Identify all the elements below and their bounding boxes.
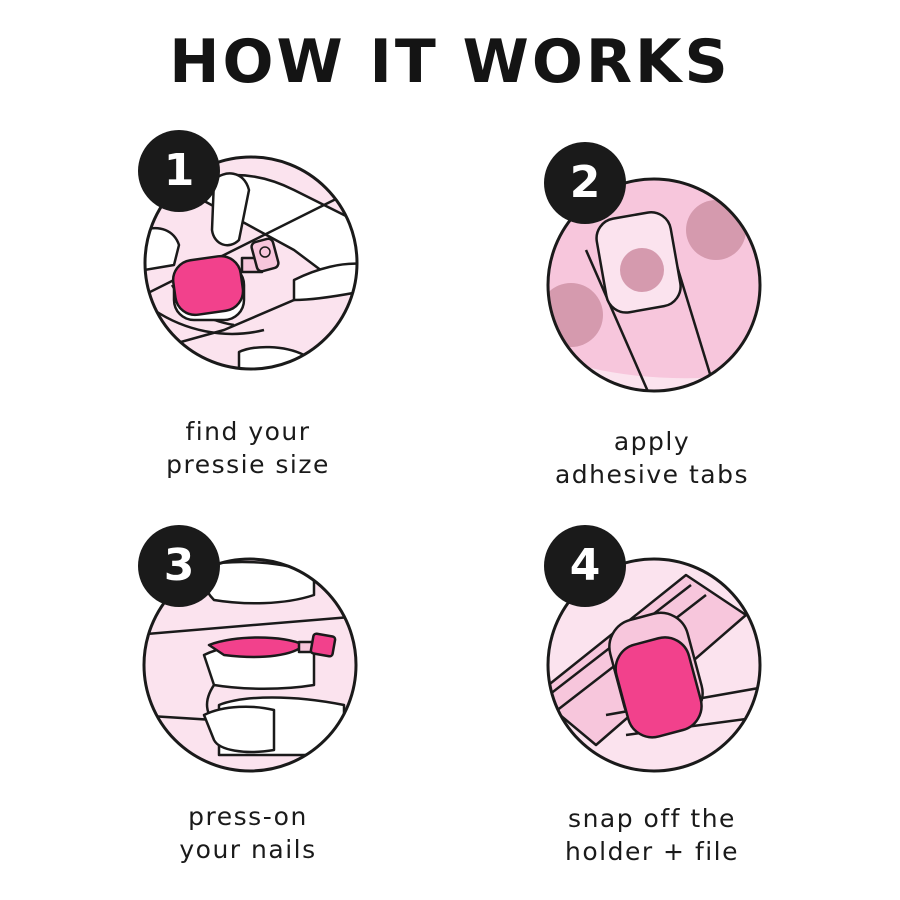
find-size-illustration — [143, 155, 359, 371]
step-1-number-badge: 1 — [138, 130, 220, 212]
step-2-caption-line-1: apply — [613, 427, 691, 456]
step-3-caption-line-2: your nails — [179, 835, 317, 864]
step-4-illustration: 4 — [544, 525, 786, 815]
step-1-caption-line-2: pressie size — [166, 450, 330, 479]
step-1-caption: find your pressie size — [98, 415, 398, 481]
step-4-number-badge: 4 — [544, 525, 626, 607]
step-4-caption-line-2: holder + file — [564, 837, 740, 866]
step-2-number-badge: 2 — [544, 142, 626, 224]
snap-file-illustration — [546, 557, 762, 773]
step-3-caption: press-on your nails — [98, 800, 398, 866]
press-on-illustration — [142, 557, 358, 773]
step-2-illustration: 2 — [544, 142, 786, 410]
step-3-illustration: 3 — [138, 525, 384, 815]
step-1-illustration: 1 — [138, 130, 384, 390]
step-2-caption-line-2: adhesive tabs — [554, 460, 750, 489]
step-4-caption-line-1: snap off the — [568, 804, 736, 833]
step-1-caption-line-1: find your — [185, 417, 311, 446]
step-4-caption: snap off the holder + file — [502, 802, 802, 868]
step-2-caption: apply adhesive tabs — [502, 425, 802, 491]
step-3-number-badge: 3 — [138, 525, 220, 607]
apply-tabs-illustration — [546, 177, 762, 393]
step-3-caption-line-1: press-on — [188, 802, 308, 831]
page-title: HOW IT WORKS — [169, 27, 731, 97]
